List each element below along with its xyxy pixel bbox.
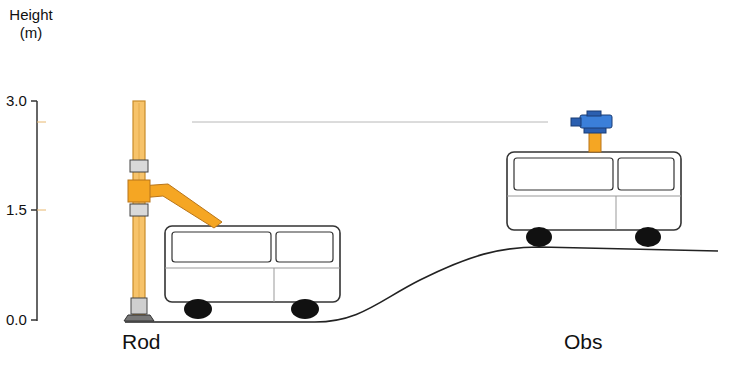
tick-label: 3.0: [6, 92, 27, 110]
leveling-rod: [124, 101, 154, 321]
observation-cart: [507, 152, 681, 247]
part-name: Obs: [564, 329, 603, 354]
tick-label: 0.0: [6, 311, 27, 329]
sight-line: [192, 122, 548, 123]
axis-mark: [37, 122, 46, 123]
axis-tick: [31, 319, 37, 321]
axis-title: Height (m): [4, 6, 58, 42]
height-axis: [36, 101, 38, 321]
level-instrument: [571, 111, 612, 152]
robot-arm: [140, 184, 222, 228]
rod-cart: [165, 226, 340, 319]
axis-mark: [37, 210, 46, 211]
tick-label: 1.5: [6, 201, 27, 219]
axis-tick: [31, 100, 37, 102]
axis-tick: [31, 209, 37, 211]
part-name: Rod: [122, 329, 161, 354]
